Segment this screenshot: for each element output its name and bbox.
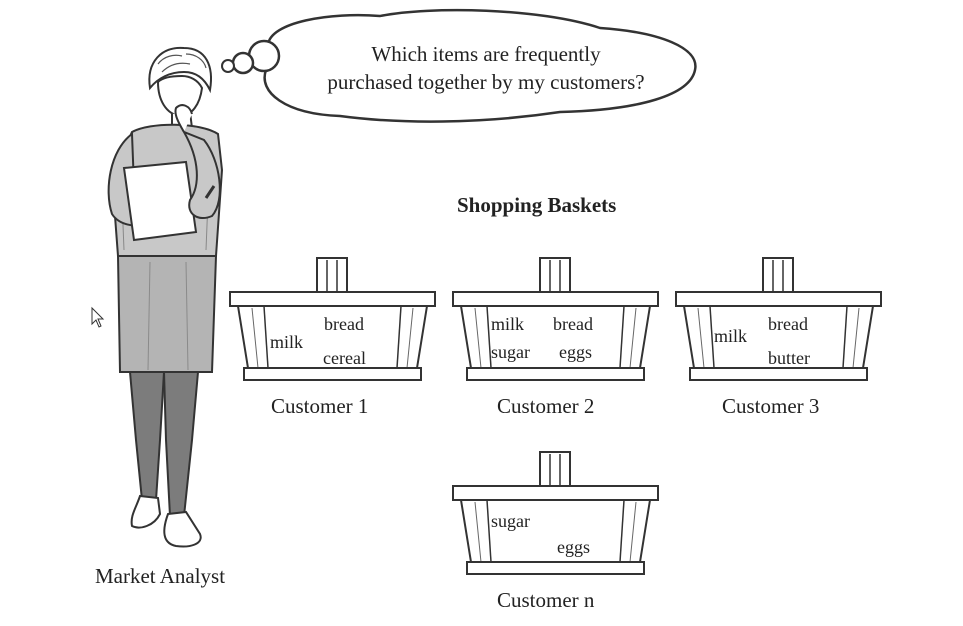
customer-2-label: Customer 2 — [497, 394, 595, 418]
market-analyst-label: Market Analyst — [95, 564, 226, 588]
basket-n-item: sugar — [491, 511, 530, 531]
customer-1-label: Customer 1 — [271, 394, 369, 418]
market-analyst-figure — [107, 46, 224, 548]
basket-1-item: cereal — [323, 348, 366, 368]
basket-2-item: sugar — [491, 342, 530, 362]
shopping-baskets-heading: Shopping Baskets — [457, 193, 617, 217]
basket-3-item: bread — [768, 314, 808, 334]
basket-3-item: milk — [714, 326, 748, 346]
thought-bubble — [221, 8, 697, 123]
basket-2-item: eggs — [559, 342, 592, 362]
basket-2-item: milk — [491, 314, 525, 334]
basket-1-item: milk — [270, 332, 304, 352]
thought-text-line-1: Which items are frequently — [371, 42, 601, 66]
basket-n-item: eggs — [557, 537, 590, 557]
mouse-pointer-icon — [91, 306, 105, 328]
basket-3-item: butter — [768, 348, 810, 368]
thought-text-line-2: purchased together by my customers? — [327, 70, 645, 94]
customer-n-label: Customer n — [497, 588, 595, 612]
customer-3-label: Customer 3 — [722, 394, 820, 418]
basket-2-item: bread — [553, 314, 593, 334]
basket-1-item: bread — [324, 314, 364, 334]
basket-customer-n — [452, 451, 659, 575]
